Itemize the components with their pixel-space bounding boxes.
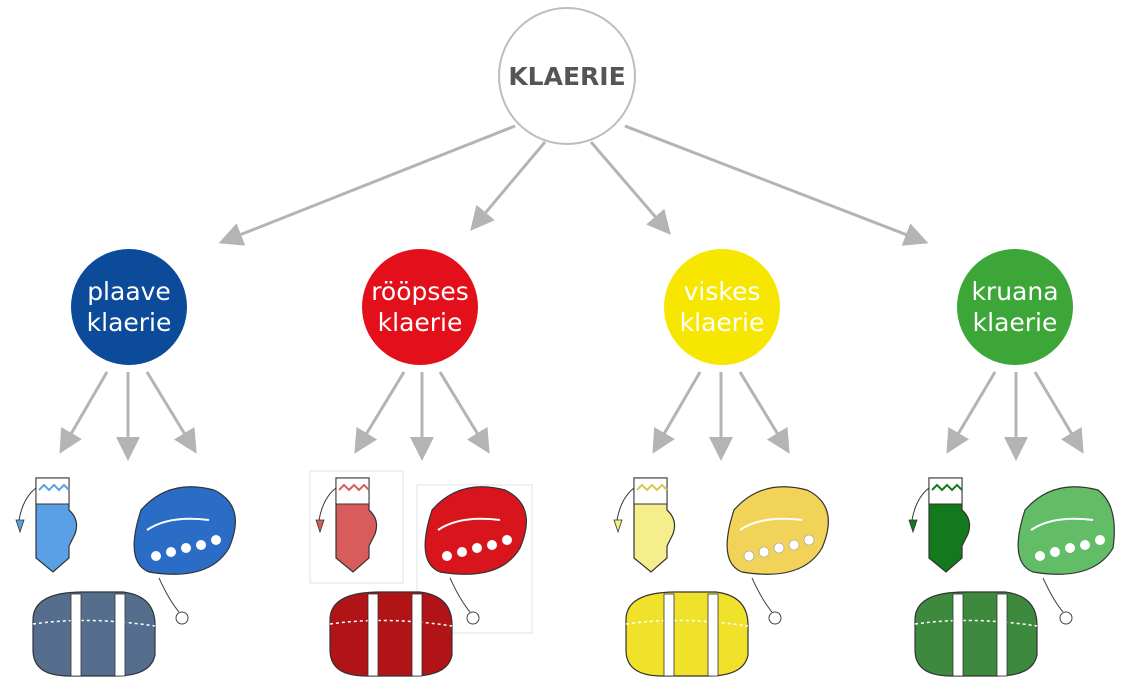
category-label-line1: viskes <box>684 277 761 306</box>
arrow-root-to-yellow <box>589 141 671 235</box>
category-label-line2: klaerie <box>87 308 172 337</box>
arrow-root-to-green <box>624 124 929 246</box>
mitten-icon <box>908 477 971 573</box>
root-circle <box>498 7 636 145</box>
mitten-icon <box>15 477 78 573</box>
arrow-to-mitten <box>946 371 997 454</box>
category-label-line2: klaerie <box>378 308 463 337</box>
category-label-line2: klaerie <box>680 308 765 337</box>
arrow-to-mitten <box>354 371 406 454</box>
arrow-root-to-blue <box>218 124 516 246</box>
root-node: KLAERIE <box>498 7 636 145</box>
category-red: rööpses klaerie <box>309 249 533 677</box>
arrow-to-belt <box>738 371 790 454</box>
arrow-to-belt <box>1033 371 1084 454</box>
blue-items-icon <box>15 477 236 677</box>
yellow-items-icon <box>613 477 829 677</box>
category-green: kruana klaerie <box>908 249 1115 677</box>
category-yellow: viskes klaerie <box>613 249 829 677</box>
category-circle-blue <box>71 249 187 365</box>
category-blue: plaave klaerie <box>15 249 236 677</box>
frame-mitten <box>309 470 404 584</box>
box-icon <box>914 591 1038 677</box>
belt-icon <box>1017 486 1115 625</box>
category-label-line1: plaave <box>87 277 171 306</box>
category-label-line1: rööpses <box>371 277 469 306</box>
mitten-icon <box>315 477 378 573</box>
arrow-to-mitten <box>652 371 702 454</box>
frame-belt <box>416 484 533 634</box>
box-icon <box>329 591 453 677</box>
category-circle-green <box>957 249 1073 365</box>
belt-icon <box>424 486 527 625</box>
mitten-icon <box>613 477 676 573</box>
category-circle-red <box>362 249 478 365</box>
root-arrows <box>218 124 929 246</box>
box-icon <box>625 591 749 677</box>
arrow-to-belt <box>145 371 197 454</box>
root-label: KLAERIE <box>508 62 625 91</box>
belt-icon <box>133 486 236 625</box>
arrow-to-mitten <box>59 371 109 454</box>
arrow-root-to-red <box>470 141 547 231</box>
red-items-icon <box>309 470 533 677</box>
category-circle-yellow <box>664 249 780 365</box>
box-icon <box>32 591 156 677</box>
category-label-line2: klaerie <box>973 308 1058 337</box>
belt-icon <box>726 486 829 625</box>
green-items-icon <box>908 477 1115 677</box>
category-label-line1: kruana <box>971 277 1058 306</box>
arrow-to-belt <box>438 371 490 454</box>
